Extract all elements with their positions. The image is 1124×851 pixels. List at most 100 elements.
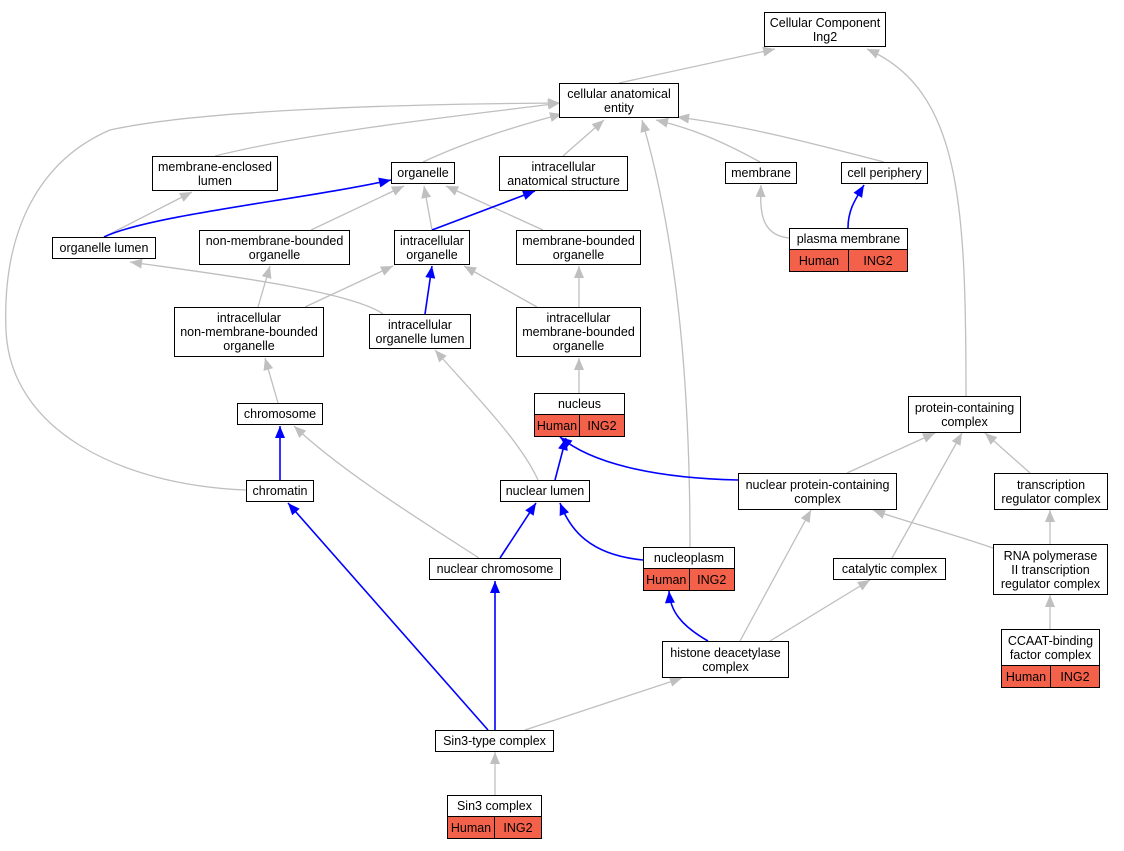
arrowhead-io-to-org: [421, 186, 432, 199]
term-node-chr[interactable]: chromosome: [237, 403, 323, 425]
edge-mem-to-cae: [655, 119, 761, 163]
term-label: transcription regulator complex: [1001, 477, 1101, 506]
term-node-hdac[interactable]: histone deacetylase complex: [662, 641, 789, 678]
term-node-mbo[interactable]: membrane-bounded organelle: [516, 230, 641, 265]
term-node-iol[interactable]: intracellular organelle lumen: [369, 314, 471, 349]
arrowhead-chm-to-cae: [547, 98, 560, 109]
edge-pm-to-mem: [760, 184, 790, 239]
arrowhead-nc-to-nl: [525, 503, 536, 516]
edge-nl-to-iol: [434, 349, 539, 481]
term-node-nc[interactable]: nuclear chromosome: [429, 558, 561, 580]
edge-nmbo-to-org: [310, 185, 405, 231]
arrowhead-io-to-ias: [522, 190, 535, 200]
arrowhead-ccaat-to-rnap: [1045, 595, 1055, 607]
arrowhead-inmbo-to-io: [380, 266, 393, 276]
gene-badge: ING2: [848, 250, 907, 271]
term-node-cae[interactable]: cellular anatomical entity: [559, 83, 679, 118]
arrowhead-hdac-to-npc: [800, 510, 811, 523]
arrowhead-hdac-to-np: [664, 591, 675, 604]
edge-cp-to-cae: [676, 116, 885, 163]
arrowhead-npc-to-pcc: [922, 433, 935, 443]
edge-chm-to-cae: [5, 102, 561, 491]
gene-badge: ING2: [1050, 666, 1099, 687]
edge-pcc-to-cc: [866, 48, 967, 397]
arrowhead-cae-to-cc: [762, 46, 775, 57]
term-node-imbo[interactable]: intracellular membrane-bounded organelle: [516, 307, 641, 357]
arrowhead-nl-to-iol: [435, 350, 447, 363]
species-badge: Human: [644, 569, 689, 590]
term-node-org[interactable]: organelle: [391, 162, 455, 184]
term-label: nucleus: [557, 397, 602, 411]
edge-mel-to-cae: [214, 102, 561, 157]
edge-hdac-to-cat: [769, 579, 871, 642]
arrowhead-inmbo-to-nmbo: [261, 266, 272, 279]
term-node-cc[interactable]: Cellular Component Ing2: [764, 12, 886, 47]
arrowhead-npc-to-nuc: [560, 437, 573, 449]
arrowhead-ol-to-mel: [179, 192, 192, 202]
arrowhead-ias-to-cae: [591, 120, 604, 132]
arrowhead-pm-to-mem: [755, 185, 766, 198]
arrowhead-imbo-to-io: [464, 266, 477, 277]
edge-nc-to-chr: [293, 425, 480, 559]
term-label: intracellular anatomical structure: [507, 159, 620, 188]
term-label: plasma membrane: [796, 232, 901, 246]
term-label: nuclear chromosome: [436, 562, 554, 576]
term-node-nl[interactable]: nuclear lumen: [500, 480, 590, 502]
term-node-ol[interactable]: organelle lumen: [52, 237, 156, 259]
edge-npc-to-nuc: [559, 436, 739, 481]
term-node-chm[interactable]: chromatin: [246, 480, 314, 502]
edge-ol-to-org: [103, 179, 392, 238]
term-node-cp[interactable]: cell periphery: [841, 162, 928, 184]
arrowhead-np-to-cae: [640, 120, 651, 133]
arrowhead-rnap-to-trc: [1045, 510, 1055, 522]
term-node-pcc[interactable]: protein-containing complex: [908, 396, 1021, 433]
arrowhead-cat-to-pcc: [951, 433, 962, 446]
term-label: Sin3-type complex: [443, 734, 546, 748]
term-node-npc[interactable]: nuclear protein-containing complex: [738, 473, 897, 510]
term-label: membrane-enclosed lumen: [158, 159, 272, 188]
term-node-inmbo[interactable]: intracellular non-membrane-bounded organ…: [174, 307, 324, 357]
edge-np-to-nl: [559, 502, 644, 561]
arrowhead-pcc-to-cc: [867, 49, 880, 59]
term-node-mem[interactable]: membrane: [725, 162, 797, 184]
term-label: catalytic complex: [841, 562, 938, 576]
arrowhead-s3t-to-hdac: [669, 677, 682, 687]
term-node-ias[interactable]: intracellular anatomical structure: [499, 156, 628, 191]
arrowhead-imbo-to-mbo: [574, 266, 584, 278]
edge-io-to-ias: [431, 190, 536, 231]
term-label: histone deacetylase complex: [670, 645, 781, 674]
term-label: organelle lumen: [59, 241, 149, 255]
term-node-io[interactable]: intracellular organelle: [394, 230, 470, 265]
term-node-trc[interactable]: transcription regulator complex: [994, 473, 1108, 510]
term-node-cat[interactable]: catalytic complex: [833, 558, 946, 580]
term-label: protein-containing complex: [914, 400, 1015, 429]
arrowhead-org-to-cae: [549, 112, 562, 122]
term-node-nmbo[interactable]: non-membrane-bounded organelle: [199, 230, 350, 265]
term-label: RNA polymerase II transcription regulato…: [1000, 548, 1101, 591]
term-label: membrane: [731, 166, 791, 180]
term-node-mel[interactable]: membrane-enclosed lumen: [152, 156, 278, 191]
edge-ol-to-mel: [103, 191, 193, 238]
edge-iol-to-ol: [129, 261, 384, 315]
species-badge: Human: [535, 415, 579, 436]
arrowhead-s3t-to-nc: [490, 581, 500, 593]
edge-inmbo-to-io: [304, 265, 394, 308]
term-node-s3t[interactable]: Sin3-type complex: [435, 730, 554, 752]
term-node-rnap[interactable]: RNA polymerase II transcription regulato…: [993, 544, 1108, 595]
term-label: Cellular Component Ing2: [769, 15, 881, 44]
arrowhead-hdac-to-cat: [857, 580, 870, 591]
species-badge: Human: [790, 250, 848, 271]
arrowhead-np-to-nl: [559, 503, 569, 516]
arrowhead-cp-to-cae: [677, 113, 690, 124]
